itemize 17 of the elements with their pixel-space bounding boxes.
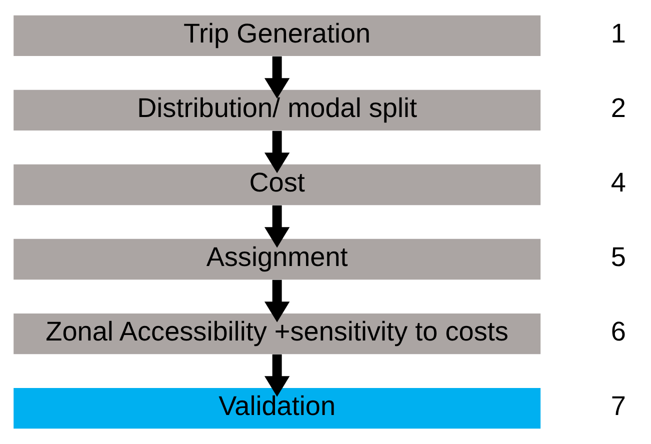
arrow — [264, 56, 290, 99]
node-box: Assignment — [14, 238, 541, 280]
arrow — [264, 205, 290, 248]
node-box: Zonal Accessibility +sensitivity to costs — [14, 313, 541, 354]
node-box: Cost — [14, 164, 541, 206]
node-box: Validation — [14, 388, 541, 429]
node-label: 4 — [610, 166, 626, 198]
node-label: 5 — [610, 241, 626, 272]
node-label: 1 — [610, 18, 626, 49]
node-label: 6 — [610, 316, 626, 347]
arrow — [264, 130, 290, 174]
node-box: Trip Generation — [14, 15, 541, 56]
node-label: 7 — [610, 390, 626, 422]
node-label: 2 — [610, 92, 626, 124]
node-box: Distribution/ modal split — [14, 90, 541, 131]
arrow — [264, 280, 290, 322]
arrow — [264, 354, 290, 397]
